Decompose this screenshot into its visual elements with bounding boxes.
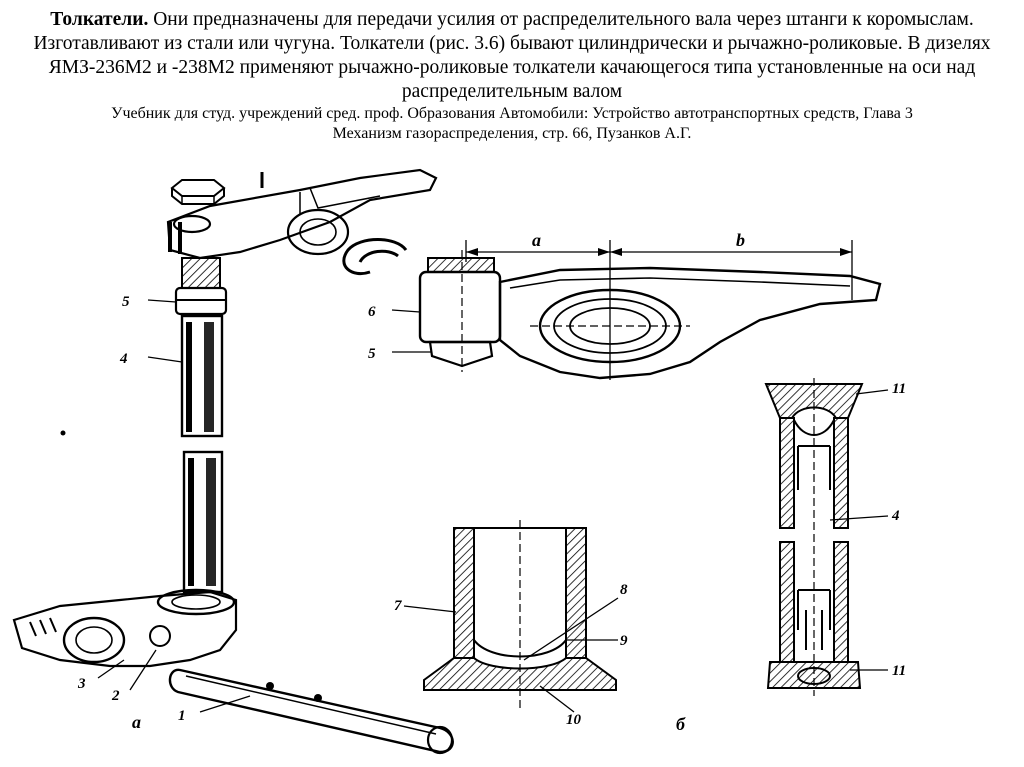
label-dim-b: b — [736, 230, 745, 250]
lever-shaft — [168, 668, 454, 755]
label-part-11-bottom: 11 — [892, 663, 906, 679]
label-part-8: 8 — [620, 582, 628, 598]
label-part-3: 3 — [77, 676, 86, 692]
label-view-a: а — [132, 712, 141, 732]
label-view-b: б — [676, 714, 686, 734]
tappet-section — [403, 520, 619, 713]
label-dim-a: a — [532, 230, 541, 250]
label-part-10: 10 — [566, 712, 582, 728]
main-paragraph: Толкатели. Они предназначены для передач… — [20, 8, 1004, 104]
caption-line-1: Учебник для студ. учреждений сред. проф.… — [111, 105, 913, 122]
label-part-11-top: 11 — [892, 381, 906, 397]
label-part-1: 1 — [178, 708, 186, 724]
label-part-2: 2 — [111, 688, 120, 704]
paragraph-title: Толкатели. — [50, 9, 149, 30]
left-assembly — [12, 168, 454, 755]
top-rocker-arm — [166, 168, 438, 260]
adjusting-screw — [174, 257, 228, 316]
label-part-5-right: 5 — [368, 346, 376, 362]
pushrod-section — [764, 378, 889, 696]
retaining-ring — [342, 238, 408, 275]
source-caption: Учебник для студ. учреждений сред. проф.… — [4, 104, 1020, 144]
text-block: Толкатели. Они предназначены для передач… — [0, 0, 1024, 144]
roller-lever — [12, 588, 238, 668]
label-part-6: 6 — [368, 304, 376, 320]
pushrod — [180, 314, 224, 594]
label-part-7: 7 — [394, 598, 402, 614]
paragraph-body: Они предназначены для передачи усилия от… — [33, 9, 991, 102]
adjusting-nut — [170, 179, 226, 205]
label-part-4-left: 4 — [119, 351, 128, 367]
caption-line-2: Механизм газораспределения, стр. 66, Пуз… — [332, 125, 692, 142]
label-part-5-left: 5 — [122, 294, 130, 310]
label-part-4-right: 4 — [891, 508, 900, 524]
label-part-9: 9 — [620, 633, 628, 649]
rocker-detail — [391, 240, 882, 380]
